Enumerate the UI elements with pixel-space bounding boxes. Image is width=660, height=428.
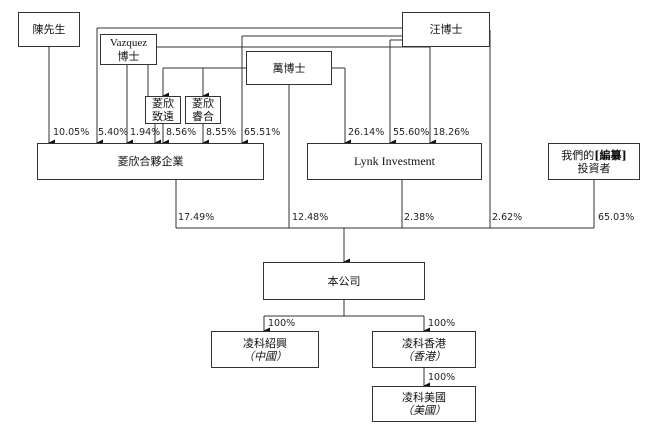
lingxin-zhiyuan-line2: 致遠	[152, 110, 174, 123]
pct-company-hk: 100%	[428, 318, 456, 329]
us-box: 凌科美國 （美國）	[372, 386, 476, 422]
company-box: 本公司	[263, 262, 425, 300]
wan-box: 萬博士	[246, 51, 332, 85]
pct-vazquez-zhiyuan: 1.94%	[130, 127, 161, 138]
pct-hk-us: 100%	[428, 372, 456, 383]
pct-wang-partnership: 65.51%	[244, 127, 281, 138]
lynk-box: Lynk Investment	[307, 143, 482, 180]
lingxin-ruihe-box: 菱欣 睿合	[185, 96, 221, 124]
pct-partnership-company: 17.49%	[178, 212, 215, 223]
pct-wan-company: 12.48%	[292, 212, 329, 223]
pct-wang-lynk: 55.60%	[393, 127, 430, 138]
shaoxing-line1: 凌科紹興	[243, 336, 287, 350]
pct-investors-company: 65.03%	[598, 212, 635, 223]
pct-lynk-company: 2.38%	[404, 212, 435, 223]
lingxin-ruihe-line1: 菱欣	[192, 97, 214, 110]
chen-label: 陳先生	[32, 23, 66, 36]
us-line1: 凌科美國	[402, 391, 446, 404]
lingxin-partnership-box: 菱欣合夥企業	[37, 143, 264, 180]
pct-vazquez-lynk: 18.26%	[433, 127, 470, 138]
vazquez-label-line1: Vazquez	[109, 36, 148, 49]
vazquez-label-line2: 博士	[117, 49, 140, 63]
wang-box: 汪博士	[402, 12, 490, 47]
pct-ruihe-partnership: 8.55%	[206, 127, 237, 138]
vazquez-box: Vazquez 博士	[100, 34, 157, 65]
investors-bracket: [編纂]	[594, 148, 627, 162]
chen-box: 陳先生	[18, 12, 80, 47]
investors-prefix: 我們的	[561, 148, 595, 162]
investors-line2: 投資者	[577, 161, 611, 175]
lingxin-zhiyuan-line1: 菱欣	[152, 97, 174, 110]
investors-line1: 我們的[編纂]	[561, 149, 626, 162]
pct-chen-partnership: 10.05%	[53, 127, 90, 138]
pct-wang-company: 2.62%	[492, 212, 523, 223]
hk-line1: 凌科香港	[402, 336, 446, 350]
shaoxing-box: 凌科紹興 （中國）	[211, 331, 319, 368]
hk-box: 凌科香港 （香港）	[372, 331, 476, 368]
lingxin-ruihe-line2: 睿合	[192, 110, 214, 123]
pct-zhiyuan-partnership: 8.56%	[166, 127, 197, 138]
hk-line2: （香港）	[402, 349, 446, 363]
investors-box: 我們的[編纂] 投資者	[548, 143, 640, 180]
pct-company-shaoxing: 100%	[268, 318, 296, 329]
lingxin-zhiyuan-box: 菱欣 致遠	[145, 96, 181, 124]
lynk-label: Lynk Investment	[354, 154, 435, 168]
wang-label: 汪博士	[429, 23, 463, 36]
pct-wan-lynk: 26.14%	[348, 127, 385, 138]
company-label: 本公司	[327, 274, 361, 288]
shaoxing-line2: （中國）	[243, 349, 287, 363]
pct-vazquez-partnership: 5.40%	[98, 127, 129, 138]
us-line2: （美國）	[402, 404, 446, 417]
wan-label: 萬博士	[272, 61, 306, 75]
lingxin-partnership-label: 菱欣合夥企業	[117, 155, 184, 168]
